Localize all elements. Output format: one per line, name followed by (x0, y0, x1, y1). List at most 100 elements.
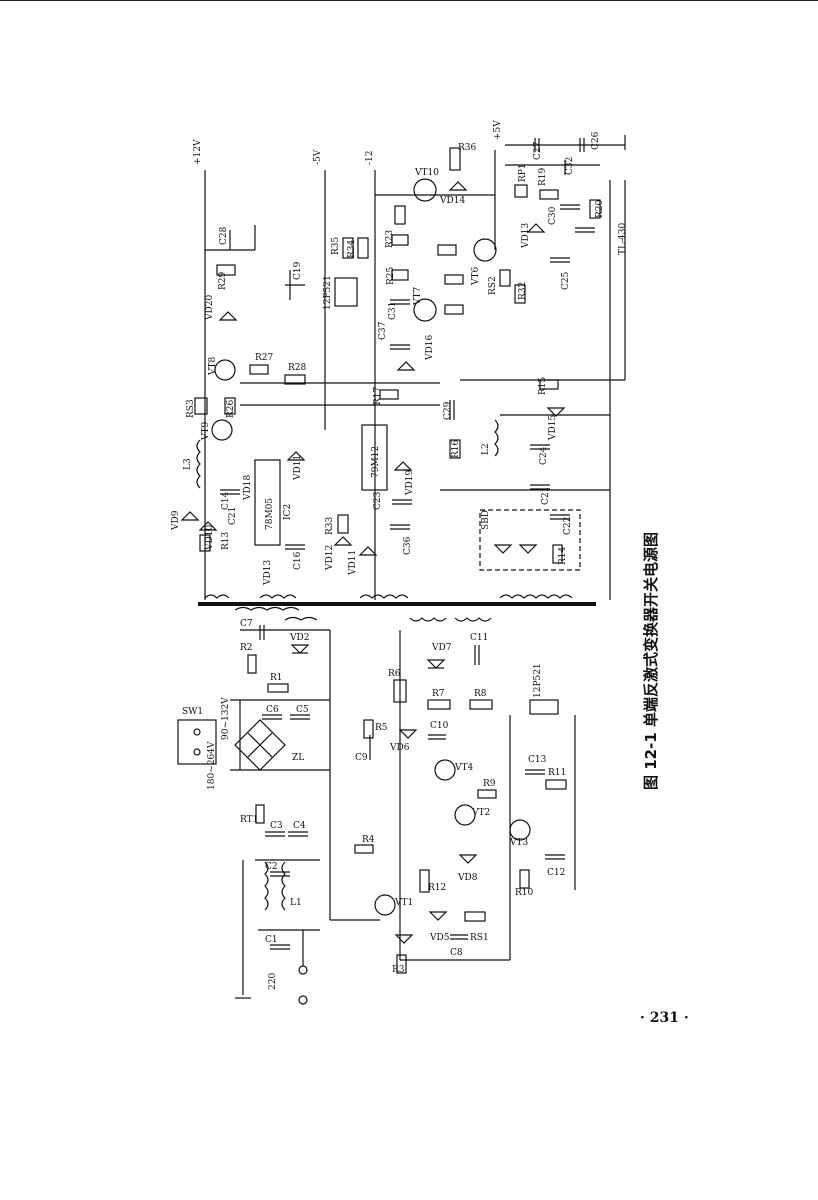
component-label-r8: R8 (474, 689, 487, 699)
component-label-c6: C6 (266, 705, 279, 715)
component-label-c27: C27 (533, 141, 543, 160)
component-label-c31: C31 (388, 302, 398, 320)
component-label-c24: C24 (539, 446, 549, 465)
component-label-r7: R7 (432, 689, 445, 699)
component-label-r29: R29 (218, 271, 228, 290)
component-label-vd6: VD6 (389, 743, 410, 753)
component-label-r35: R35 (331, 236, 341, 255)
component-label-m12: -12 (365, 151, 375, 166)
component-label-r9: R9 (483, 779, 496, 789)
component-label-v-range: 90~132V (221, 697, 231, 740)
component-label-v-range2: 180~264V (207, 741, 217, 790)
component-label-r36: R36 (458, 143, 477, 153)
component-label-m5v: -5V (313, 149, 323, 165)
component-label-c21: C21 (228, 507, 238, 525)
component-label-vt8: VT8 (208, 356, 218, 376)
component-label-vt10: VT10 (414, 168, 439, 178)
component-label-c32: C32 (565, 157, 575, 175)
component-label-r19: R19 (538, 167, 548, 186)
component-label-c9: C9 (355, 753, 368, 763)
component-label-r4: R4 (362, 835, 375, 845)
component-label-c13: C13 (528, 755, 547, 765)
component-label-vt9: VT9 (201, 421, 211, 441)
component-label-r26: R26 (226, 399, 236, 418)
component-label-sw1: SW1 (182, 707, 203, 717)
component-label-vd19: VD19 (405, 470, 415, 496)
component-label-c12: C12 (547, 868, 565, 878)
component-label-p12v: +12V (193, 139, 203, 165)
component-label-c8: C8 (450, 948, 463, 958)
component-label-vd13: VD13 (521, 223, 531, 249)
component-label-r5: R5 (375, 723, 388, 733)
component-label-c19: C19 (293, 261, 303, 280)
component-label-r33: R33 (325, 516, 335, 535)
page-top-rule (0, 0, 818, 1)
component-label-sbd: SBD (481, 510, 491, 530)
component-label-vt1: VT1 (394, 898, 413, 908)
component-label-l2: L2 (481, 443, 491, 455)
component-label-c5: C5 (296, 705, 309, 715)
component-label-c22: C22 (563, 517, 573, 535)
component-label-vd11: VD11 (293, 455, 303, 481)
component-label-vd5: VD5 (429, 933, 450, 943)
component-label-vd8: VD8 (457, 873, 478, 883)
component-label-p1221-bot: 12P521 (533, 663, 543, 698)
component-label-r23: R23 (385, 229, 395, 248)
component-label-vd20: VD20 (205, 295, 215, 321)
component-label-p5v: +5V (493, 120, 503, 140)
component-label-r25: R25 (386, 266, 396, 285)
component-label-c16: C16 (293, 551, 303, 570)
component-label-r6: R6 (388, 669, 401, 679)
component-label-c25: C25 (561, 271, 571, 290)
component-label-r10: R10 (515, 888, 534, 898)
component-label-r11: R11 (548, 768, 566, 778)
component-label-r17: R17 (373, 386, 383, 405)
component-label-vt2: VT2 (471, 808, 490, 818)
component-label-vd9: VD9 (171, 510, 181, 531)
component-label-c10: C10 (430, 721, 449, 731)
component-label-r15: R15 (538, 376, 548, 395)
component-label-c29: C29 (443, 401, 453, 420)
component-label-vd7: VD7 (431, 643, 452, 653)
component-label-c21: C21 (541, 487, 551, 505)
component-label-rt1: RT1 (240, 815, 258, 825)
drive-section: VD7 C11 R6 R7 R8 C9 R5 VD6 C10 VT4 VT2 R… (329, 617, 576, 975)
component-label-r16: R16 (451, 439, 461, 458)
component-label-c30: C30 (548, 206, 558, 225)
component-label-r28: R28 (288, 363, 307, 373)
component-label-vd11: VD11 (348, 550, 358, 576)
component-label-r20: R20 (595, 199, 605, 218)
label-220: 220 (268, 973, 278, 990)
figure-caption: 图 12-1 单端反激式变换器开关电源图 (642, 532, 660, 790)
component-label-c28: C28 (219, 226, 229, 245)
component-label-c36: C36 (403, 536, 413, 555)
component-label-c7: C7 (240, 619, 253, 629)
component-label-vd12: VD12 (325, 545, 335, 571)
input-section: 220 C1 L1 C2 C3 C4 RT1 ZL 180~264V (177, 606, 330, 1005)
component-label-vt4: VT4 (454, 763, 474, 773)
component-label-vt3: VT3 (509, 838, 529, 848)
component-label-c14: C14 (221, 491, 231, 510)
component-label-vd2: VD2 (289, 633, 309, 643)
component-label-c37: C37 (378, 321, 388, 340)
component-label-rs2: RS2 (488, 276, 498, 295)
component-label-vd18: VD18 (243, 475, 253, 501)
component-label-zl: ZL (292, 753, 304, 763)
component-label-ic-7912: 79M12 (371, 446, 381, 478)
component-label-c1: C1 (265, 935, 278, 945)
component-label-c26: C26 (591, 131, 601, 150)
component-label-rs3: RS3 (186, 399, 196, 418)
component-label-c3: C3 (270, 821, 283, 831)
component-label-r12: R12 (428, 883, 446, 893)
component-label-r14: R14 (558, 546, 568, 565)
component-label-r32: R32 (518, 282, 528, 300)
component-label-vd15: VD15 (548, 415, 558, 441)
component-label-l3: L3 (183, 458, 193, 470)
component-label-r1: R1 (270, 673, 283, 683)
component-label-l1: L1 (290, 898, 302, 908)
page-number: · 231 · (640, 1010, 689, 1026)
component-label-rp1: RP1 (518, 163, 528, 182)
component-label-vd13: VD13 (263, 560, 273, 586)
component-label-r2: R2 (240, 643, 253, 653)
